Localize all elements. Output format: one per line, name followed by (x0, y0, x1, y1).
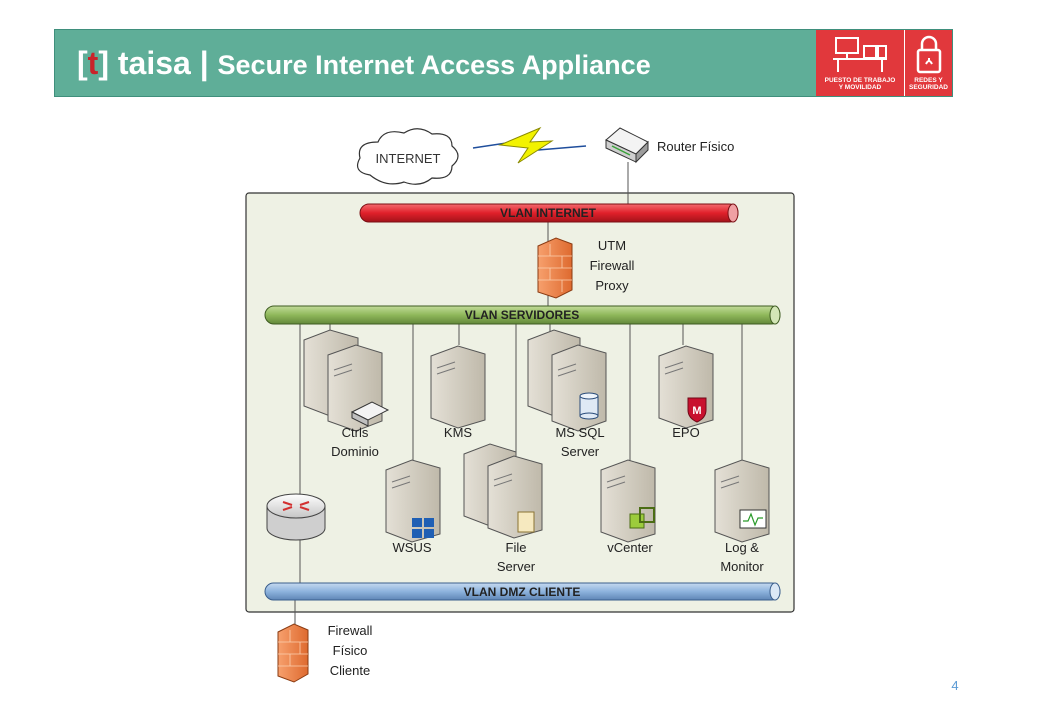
firewall-cliente-icon (277, 623, 309, 683)
badge-1-label-line1: PUESTO DE TRABAJO (824, 77, 896, 84)
kms-server-icon (430, 345, 486, 429)
wsus-server-icon (385, 459, 441, 543)
vlan-internet-label: VLAN INTERNET (500, 206, 597, 220)
brand-t-letter: t (87, 45, 99, 81)
distribution-router-icon (266, 493, 326, 541)
log-monitor-server-icon (714, 459, 770, 543)
file-server-label-line2: Server (497, 559, 536, 574)
vlan-servidores-label: VLAN SERVIDORES (465, 308, 579, 322)
file-server-icon (463, 443, 543, 539)
brand-title: [t] taisa | Secure Internet Access Appli… (77, 44, 651, 84)
internet-cloud-icon: INTERNET (357, 128, 459, 185)
brand-subtitle: Secure Internet Access Appliance (217, 50, 651, 80)
badge-1-label-line2: Y MOVILIDAD (838, 84, 882, 91)
workstation-icon (833, 37, 887, 72)
vlan-dmz-bus: VLAN DMZ CLIENTE (264, 582, 781, 601)
epo-label: EPO (672, 425, 699, 440)
utm-label-line2: Firewall (590, 258, 635, 273)
wireless-link-icon (472, 126, 587, 164)
log-monitor-label-line1: Log & (725, 540, 759, 555)
svg-text:M: M (692, 405, 701, 417)
brand-name: taisa (117, 45, 191, 81)
log-monitor-label-line2: Monitor (720, 559, 764, 574)
firewall-cliente-label-line2: Físico (333, 643, 368, 658)
padlock-icon (916, 35, 941, 74)
page-number: 4 (951, 678, 959, 693)
network-zone (245, 192, 795, 613)
utm-label-line3: Proxy (595, 278, 629, 293)
brand-separator: | (199, 45, 209, 81)
router-fisico-label: Router Físico (657, 139, 734, 154)
badge-redes-seguridad: REDES Y SEGURIDAD (904, 30, 952, 96)
file-server-label-line1: File (506, 540, 527, 555)
vlan-servidores-bus: VLAN SERVIDORES (264, 305, 781, 325)
wsus-label: WSUS (393, 540, 432, 555)
mssql-label-line2: Server (561, 444, 600, 459)
utm-firewall-icon (537, 237, 573, 299)
vcenter-label: vCenter (607, 540, 653, 555)
internet-label: INTERNET (376, 151, 441, 166)
vlan-internet-bus: VLAN INTERNET (359, 203, 739, 223)
firewall-cliente-label-line1: Firewall (328, 623, 373, 638)
router-fisico-icon (605, 127, 649, 164)
ctrls-dominio-label-line1: Ctrls (342, 425, 369, 440)
ctrls-dominio-server-icon (303, 329, 390, 432)
header-banner: [t] taisa | Secure Internet Access Appli… (54, 29, 953, 97)
vlan-dmz-label: VLAN DMZ CLIENTE (464, 585, 581, 599)
ctrls-dominio-label-line2: Dominio (331, 444, 379, 459)
vcenter-server-icon (600, 459, 656, 543)
badge-2-label-line1: REDES Y (914, 77, 943, 84)
bracket-close: ] (98, 45, 109, 81)
header-bar: [t] taisa | Secure Internet Access Appli… (55, 30, 816, 96)
utm-label-line1: UTM (598, 238, 626, 253)
badge-2-label-line2: SEGURIDAD (908, 84, 948, 91)
firewall-cliente-label-line3: Cliente (330, 663, 370, 678)
kms-label: KMS (444, 425, 473, 440)
mssql-label-line1: MS SQL (555, 425, 604, 440)
epo-server-icon: M (658, 345, 714, 429)
badge-puesto-trabajo: PUESTO DE TRABAJO Y MOVILIDAD (816, 30, 904, 96)
bracket-open: [ (77, 45, 88, 81)
mssql-server-icon (527, 329, 607, 432)
